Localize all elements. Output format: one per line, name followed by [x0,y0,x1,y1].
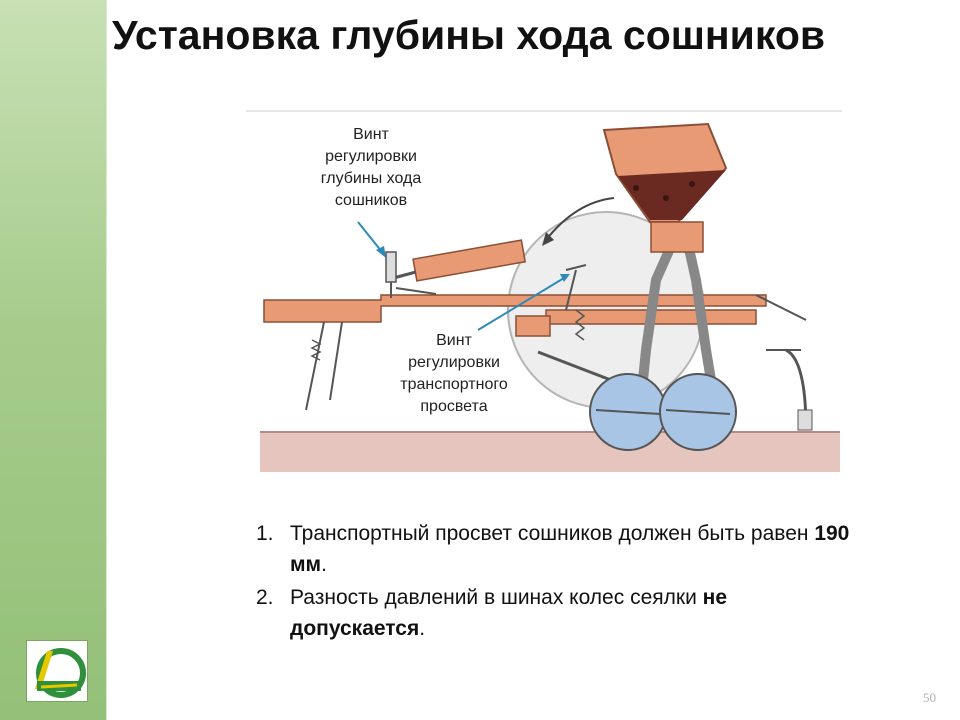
university-logo [26,640,88,702]
list-item-bold: 190 мм [290,522,850,576]
frame-beam [263,294,767,323]
callout-depth-line-1: Винт [353,126,389,143]
list-item-number: 2. [256,586,274,609]
list-item-end: . [419,617,426,640]
hydraulic-cylinder [412,239,527,282]
callout-depth-screw: Винт регулировки глубины хода сошников [300,124,442,212]
logo-emblem-icon [27,641,87,701]
page-number: 50 [923,690,936,705]
list-item-bold: не допускается [290,586,728,640]
seeder-diagram [246,110,842,476]
slide-title: Установка глубины хода сошников [112,12,826,58]
callout-clearance-line-3: транспортного [400,376,508,393]
arrow-clearance-screw [477,277,565,331]
list-item-text: Транспортный просвет сошников должен быт… [290,522,815,545]
list-item: 1. Транспортный просвет сошников должен … [256,518,856,580]
callout-depth-line-3: глубины хода [320,170,422,187]
list-item: 2. Разность давлений в шинах колес сеялк… [256,582,856,644]
arrow-depth-screw [357,221,383,253]
list-item-text: Разность давлений в шинах колес сеялки [290,586,703,609]
seeder-illustration [246,110,842,472]
left-decorative-bar [0,0,107,720]
list-item-end: . [321,553,327,576]
callout-clearance-line-2: регулировки [408,354,500,371]
ground [260,432,840,472]
callout-clearance-screw: Винт регулировки транспортного просвета [376,330,532,418]
callout-clearance-line-1: Винт [436,332,472,349]
callout-depth-line-2: регулировки [325,148,417,165]
list-item-number: 1. [256,522,274,545]
requirements-list: 1. Транспортный просвет сошников должен … [256,518,856,646]
callout-clearance-line-4: просвета [420,398,488,415]
callout-depth-line-4: сошников [334,192,408,209]
